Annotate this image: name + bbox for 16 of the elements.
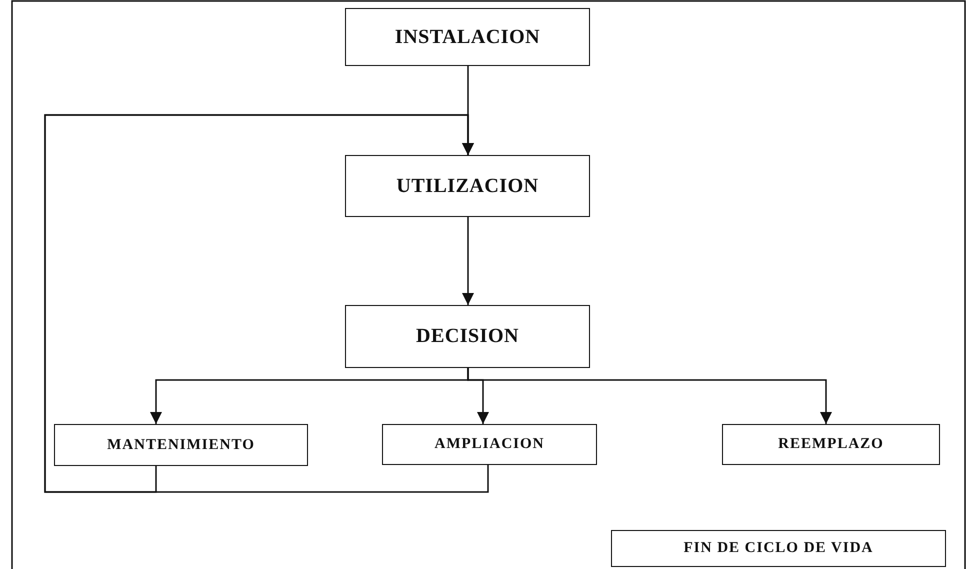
process-box: [345, 305, 590, 368]
box-label: REEMPLAZO: [778, 436, 884, 453]
arrow: [467, 368, 832, 424]
box-label: MANTENIMIENTO: [107, 436, 255, 454]
process-box: [345, 155, 590, 217]
process-box: [382, 424, 597, 465]
box-label: FIN DE CICLO DE VIDA: [684, 540, 874, 557]
box-label: INSTALACION: [394, 26, 540, 48]
box-label: DECISION: [416, 325, 519, 348]
process-box: [345, 8, 590, 66]
process-box: [722, 424, 940, 465]
box-label: UTILIZACION: [396, 174, 539, 198]
arrow: [462, 217, 474, 305]
process-box: [611, 530, 946, 567]
box-label: AMPLIACION: [434, 436, 544, 453]
process-box: [54, 424, 308, 466]
